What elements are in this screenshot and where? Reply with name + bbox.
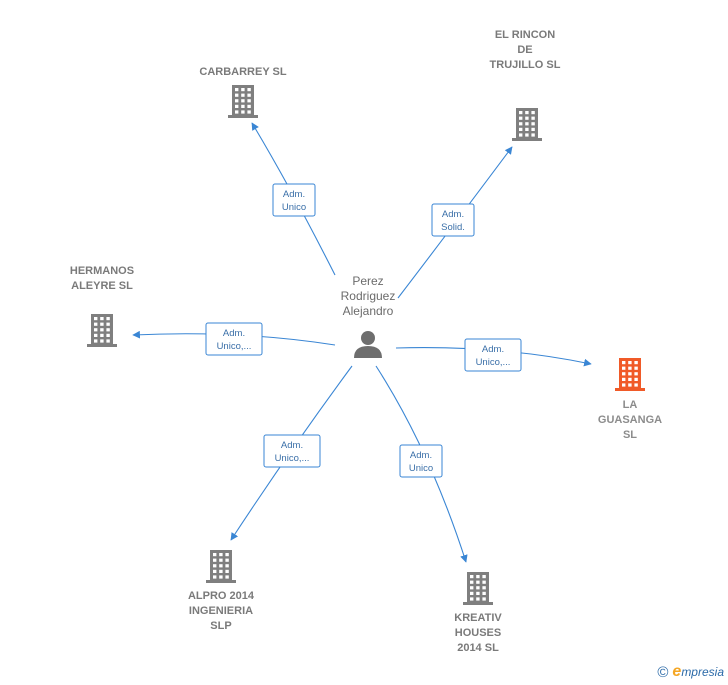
role-label-carbarrey[interactable]: Adm. Unico [272,183,316,217]
role-box [431,203,475,237]
role-box [263,434,321,468]
company-label-line: ALEYRE SL [71,280,133,292]
company-node-el-rincon[interactable]: EL RINCON DE TRUJILLO SL [490,29,561,141]
role-label-kreativ[interactable]: Adm. Unico [399,444,443,478]
company-label-line: INGENIERIA [189,605,253,617]
company-node-kreativ[interactable]: KREATIV HOUSES 2014 SL [454,572,502,654]
footer-brand[interactable]: © empresia [657,663,724,681]
building-icon [206,550,236,583]
company-node-hermanos-aleyre[interactable]: HERMANOS ALEYRE SL [70,265,134,347]
building-icon [87,314,117,347]
person-name-line: Perez [352,274,383,288]
company-label-line: KREATIV [454,612,502,624]
role-box [205,322,263,356]
role-label-alpro[interactable]: Adm. Unico,... [263,434,321,468]
role-text-line: Unico,... [476,357,511,368]
role-text-line: Adm. [482,344,504,355]
role-text-line: Adm. [281,440,303,451]
company-label-line: EL RINCON [495,29,555,41]
edges-layer [132,122,592,563]
role-label-el-rincon[interactable]: Adm. Solid. [431,203,475,237]
building-icon [615,358,645,391]
role-text-line: Unico [409,463,433,474]
copyright-symbol: © [657,663,669,681]
company-label-line: SL [623,429,637,441]
role-label-hermanos-aleyre[interactable]: Adm. Unico,... [205,322,263,356]
role-text-line: Unico,... [217,341,252,352]
role-text-line: Unico [282,202,306,213]
company-label-line: GUASANGA [598,414,662,426]
company-label-line: SLP [210,620,231,632]
building-icon [512,108,542,141]
company-label-line: HERMANOS [70,265,134,277]
person-name-line: Alejandro [343,304,394,318]
company-label-line: 2014 SL [457,642,499,654]
role-text-line: Unico,... [275,453,310,464]
brand-rest: mpresia [681,665,724,679]
role-text-line: Adm. [223,328,245,339]
brand-initial: e [672,663,682,680]
role-text-line: Adm. [410,450,432,461]
company-label-line: ALPRO 2014 [188,590,255,602]
role-label-la-guasanga[interactable]: Adm. Unico,... [464,338,522,372]
brand-name: empresia [672,663,724,681]
company-label-line: HOUSES [455,627,501,639]
role-box [399,444,443,478]
company-label-line: DE [517,44,532,56]
building-icon [463,572,493,605]
company-node-carbarrey[interactable]: CARBARREY SL [199,66,287,118]
person-name-line: Rodriguez [341,289,396,303]
company-label-line: LA [623,399,638,411]
building-icon [228,85,258,118]
company-label-line: TRUJILLO SL [490,59,561,71]
role-text-line: Solid. [441,222,465,233]
company-label-line: CARBARREY SL [199,66,286,78]
role-text-line: Adm. [283,189,305,200]
company-node-la-guasanga[interactable]: LA GUASANGA SL [598,358,662,441]
role-box [272,183,316,217]
role-text-line: Adm. [442,209,464,220]
role-box [464,338,522,372]
person-icon [354,331,382,358]
roles-layer: Adm.UnicoAdm.Solid.Adm.Unico,...Adm.Unic… [205,183,522,478]
companies-layer: CARBARREY SL EL RINCON DE TRUJILLO SL HERMAN… [70,29,662,654]
